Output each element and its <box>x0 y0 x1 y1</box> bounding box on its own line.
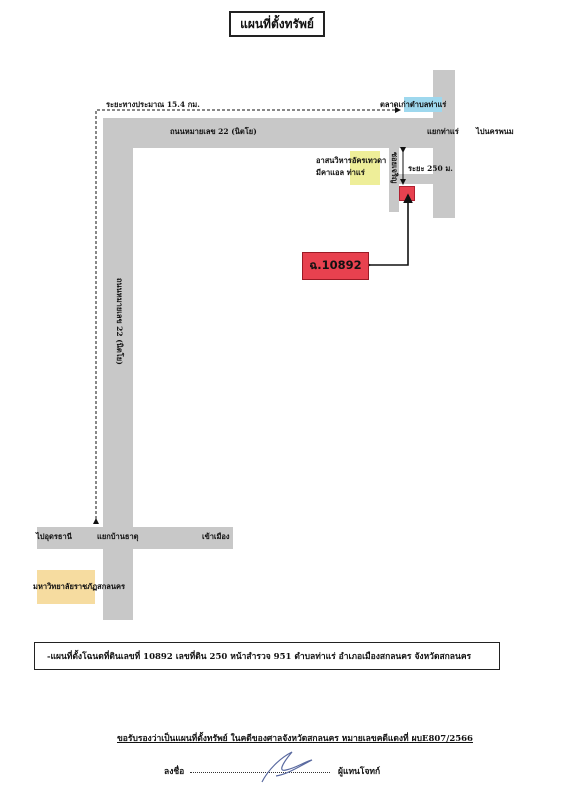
distance-total-label: ระยะทางประมาณ 15.4 กม. <box>106 100 200 109</box>
road-side-connector <box>399 174 433 184</box>
to-nakhon-phanom-label: ไปนครพนม <box>476 127 514 136</box>
distance-side-label: ระยะ 250 ม. <box>408 164 453 173</box>
junction-ban-that-label: แยกบ้านธาตุ <box>97 532 139 541</box>
distance-route-dashed <box>93 107 401 524</box>
temple-label-2: มีคาแอล ท่าแร่ <box>316 168 365 177</box>
market-label: ตลาดเก่าตำบลท่าแร่ <box>380 100 447 109</box>
page-title: แผนที่ตั้งทรัพย์ <box>229 11 325 37</box>
market-landmark <box>404 97 442 112</box>
certification-text: ขอรับรองว่าเป็นแผนที่ตั้งทรัพย์ ในคดีของ… <box>117 734 473 744</box>
junction-thare-label: แยกท่าแร่ <box>427 127 459 136</box>
signer-label: ผู้แทนโจทก์ <box>338 767 381 777</box>
deed-pointer-arrow <box>362 193 413 270</box>
university-landmark <box>37 570 95 604</box>
university-label: มหาวิทยาลัยราชภัฏสกลนคร <box>33 582 126 591</box>
road-top-label: ถนนหมายเลข 22 (นิตโย) <box>170 127 257 136</box>
road-ban-that-horizontal <box>37 527 233 549</box>
deed-number-box: ฉ.10892 <box>302 252 369 280</box>
sign-label: ลงชื่อ <box>164 767 185 777</box>
description-box: -แผนที่ตั้งโฉนดที่ดินเลขที่ 10892 เลขที่… <box>34 642 500 670</box>
temple-label-1: อาสนวิหารอัครเทวดา <box>316 156 387 165</box>
to-city-label: เข้าเมือง <box>202 532 230 541</box>
to-udon-label: ไปอุดรธานี <box>36 532 72 541</box>
signature-line <box>190 760 330 773</box>
